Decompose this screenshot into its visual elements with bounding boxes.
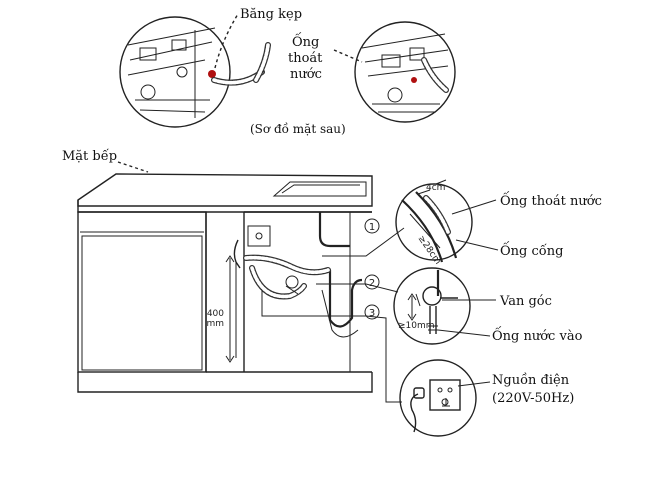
water-inlet-leader — [437, 329, 491, 337]
sewer-pipe-leader — [455, 239, 499, 251]
clamp-leader — [214, 13, 239, 69]
drain-hose-top-label-1: Ống — [292, 32, 319, 50]
drain-hose-leader — [451, 199, 497, 215]
drain-hose-label: Ống thoát nước — [500, 191, 602, 209]
svg-text:3: 3 — [369, 308, 375, 319]
height-value: 400 — [207, 309, 224, 319]
angle-valve-label: Van góc — [499, 294, 552, 309]
power-source-label-1: Nguồn điện — [492, 372, 570, 388]
rear-view-caption: (Sơ đồ mặt sau) — [250, 121, 346, 136]
countertop-label: Mặt bếp — [62, 148, 117, 164]
hose-width-value: 4cm — [426, 183, 445, 193]
callout-1: 1 — [364, 218, 380, 234]
kitchen-cabinet — [77, 173, 373, 393]
water-inlet-label: Ống nước vào — [492, 326, 583, 344]
svg-text:1: 1 — [369, 222, 375, 233]
rear-view-left-circle — [119, 16, 265, 128]
callout-3: 3 — [364, 304, 380, 320]
valve-detail-circle — [393, 267, 471, 345]
callout-2: 2 — [364, 274, 380, 290]
power-source-leader — [457, 381, 491, 387]
power-source-label-2: (220V-50Hz) — [492, 391, 574, 406]
rear-view-right-circle — [354, 21, 456, 123]
countertop-leader — [117, 161, 149, 173]
height-dimension — [225, 255, 235, 363]
drain-detail-circle — [395, 179, 473, 263]
drain-hose-top-label-3: nước — [290, 67, 322, 82]
sewer-pipe-label: Ống cống — [500, 241, 563, 259]
drain-hose-top-leader — [333, 49, 363, 63]
svg-text:2: 2 — [369, 278, 375, 289]
height-unit: mm — [206, 319, 224, 329]
valve-gap-dimension — [407, 293, 417, 321]
power-detail-circle — [399, 359, 477, 437]
clamp-label: Băng kẹp — [240, 7, 302, 22]
drain-hose-top-label-2: thoát — [288, 51, 323, 66]
valve-gap-value: ≥10mm — [398, 321, 435, 331]
callout-leaders — [261, 227, 405, 403]
